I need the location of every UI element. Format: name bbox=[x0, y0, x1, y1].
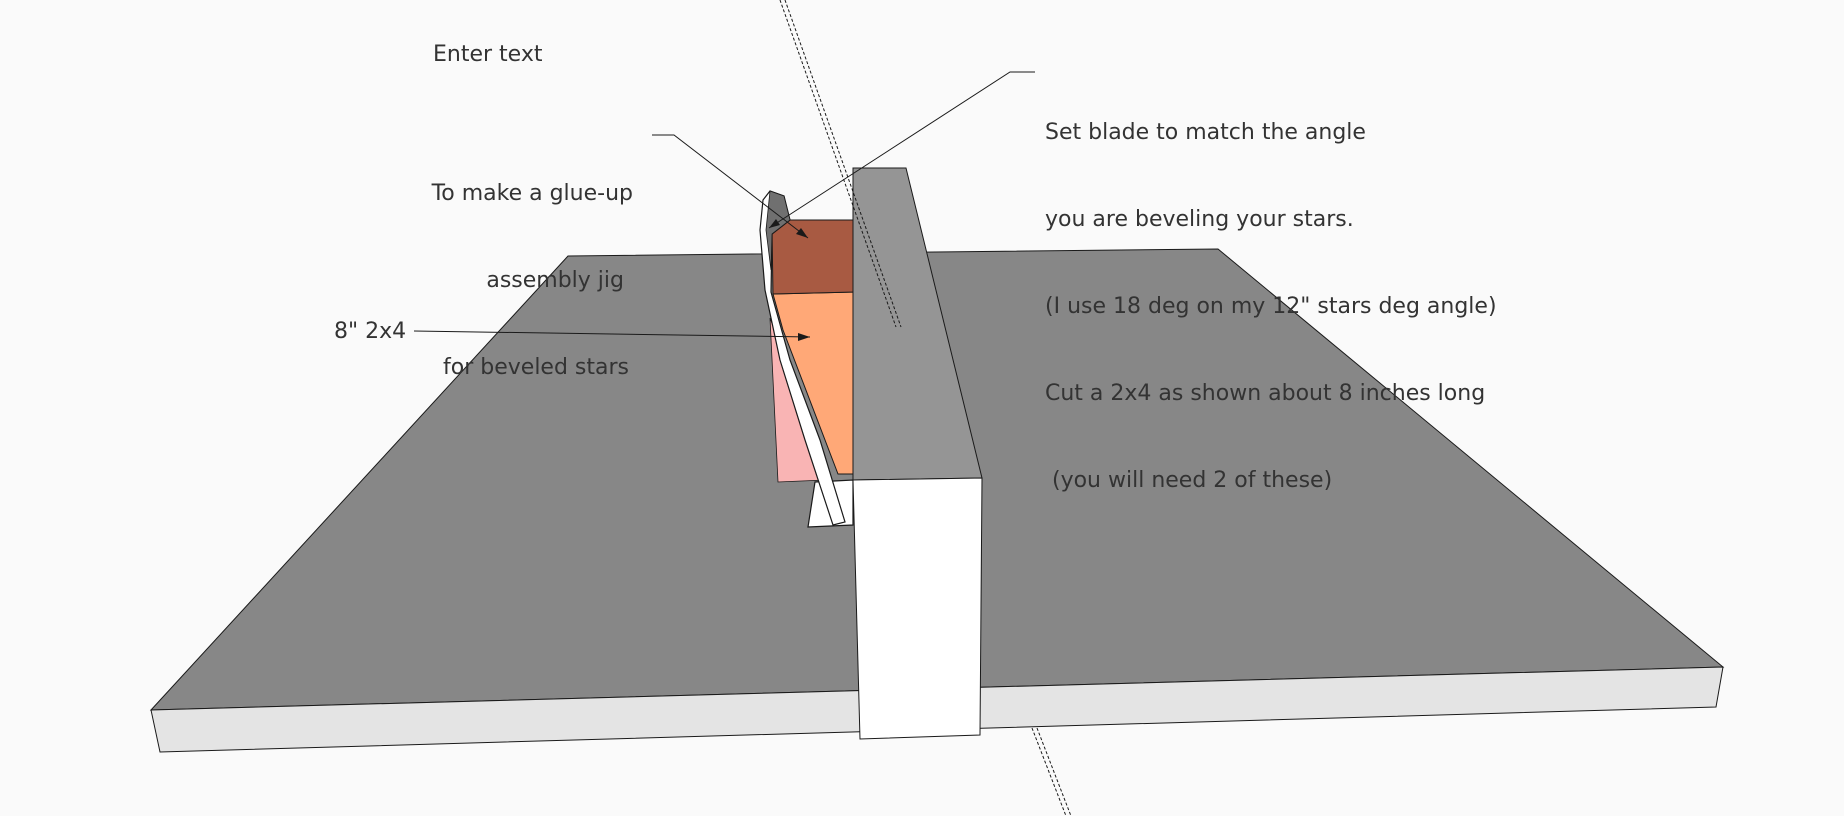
blade-axis-line-lower bbox=[1031, 727, 1067, 816]
leader-jig-arrow bbox=[796, 228, 808, 238]
blade-line-1: Set blade to match the angle bbox=[1045, 120, 1366, 145]
board-top-face bbox=[771, 219, 857, 295]
leader-jig bbox=[652, 134, 809, 239]
leader-blade bbox=[768, 71, 1035, 229]
jig-line-3: for beveled stars bbox=[443, 355, 629, 380]
leader-board bbox=[413, 330, 811, 338]
leader-blade-arrow bbox=[769, 219, 780, 228]
leader-board-arrow bbox=[798, 333, 810, 341]
blade-axis-line-lower-2 bbox=[1036, 727, 1072, 816]
blade-annotation: Set blade to match the angle you are bev… bbox=[1045, 60, 1497, 524]
blade-axis-line-upper-2 bbox=[784, 0, 902, 328]
blade-axis-line-upper bbox=[779, 0, 897, 328]
blade-line-3: (I use 18 deg on my 12" stars deg angle) bbox=[1045, 294, 1497, 319]
jig-line-1: To make a glue-up bbox=[431, 181, 633, 206]
jig-annotation: To make a glue-up assembly jig for bevel… bbox=[432, 121, 633, 411]
blade-line-2: you are beveling your stars. bbox=[1045, 207, 1354, 232]
board-label: 8" 2x4 bbox=[334, 319, 407, 344]
enter-text-label: Enter text bbox=[433, 42, 543, 67]
blade-line-5: (you will need 2 of these) bbox=[1045, 468, 1333, 493]
jig-line-2: assembly jig bbox=[486, 268, 624, 293]
fence-front-face bbox=[852, 477, 983, 740]
blade-line-4: Cut a 2x4 as shown about 8 inches long bbox=[1045, 381, 1486, 406]
